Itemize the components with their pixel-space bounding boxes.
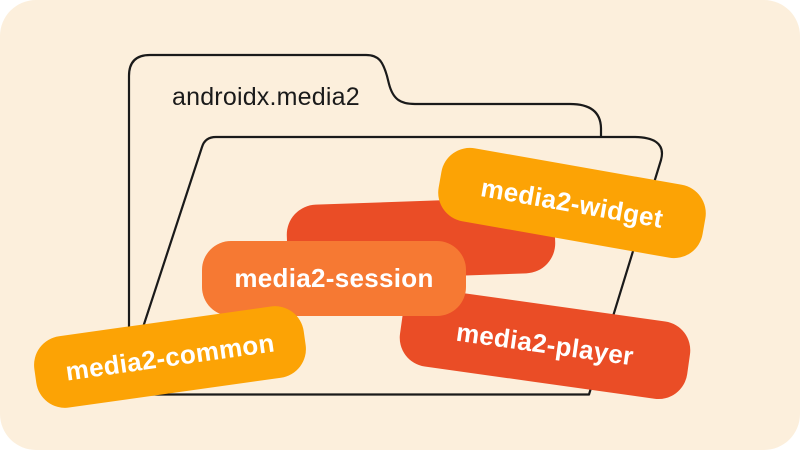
- badge-media2-session-label: media2-session: [234, 263, 434, 293]
- folder-back-panel: [127, 53, 603, 396]
- badge-media2-player-label: media2-player: [454, 316, 636, 371]
- badge-media2-common-label: media2-common: [63, 327, 277, 387]
- badge-media2-session: media2-session: [202, 241, 466, 316]
- folder-label: androidx.media2: [172, 83, 360, 111]
- badge-media2-widget-label: media2-widget: [478, 171, 666, 234]
